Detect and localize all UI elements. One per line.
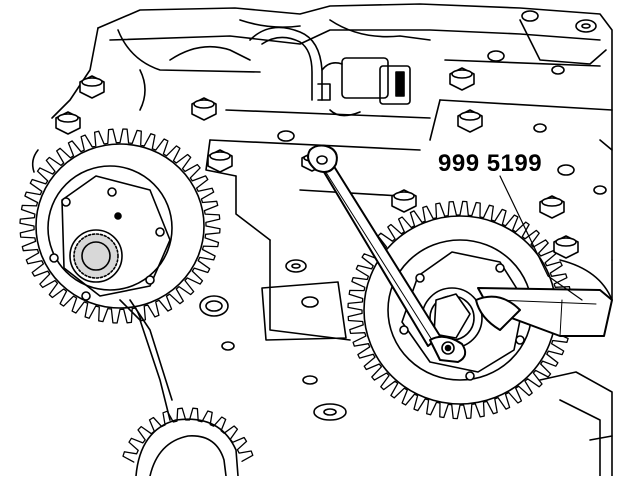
cover-plate [261, 281, 347, 341]
bolt [449, 67, 475, 91]
left-camshaft-sprocket [19, 128, 221, 421]
cylinder-head-outline [51, 3, 613, 341]
sensor-connector [317, 57, 411, 117]
lower-sprocket [122, 407, 254, 477]
tool-number-label: 999 5199 [438, 150, 543, 177]
tube-cluster [139, 26, 323, 111]
bolt [539, 195, 565, 219]
bolt [391, 189, 417, 213]
bolt [55, 111, 81, 135]
bolt [457, 109, 483, 133]
bolt [79, 75, 105, 99]
washers [199, 10, 607, 421]
bolt [191, 97, 217, 121]
lower-housing [539, 371, 613, 477]
holding-tool [307, 144, 613, 363]
bolt [207, 149, 233, 173]
bolt [553, 235, 579, 259]
